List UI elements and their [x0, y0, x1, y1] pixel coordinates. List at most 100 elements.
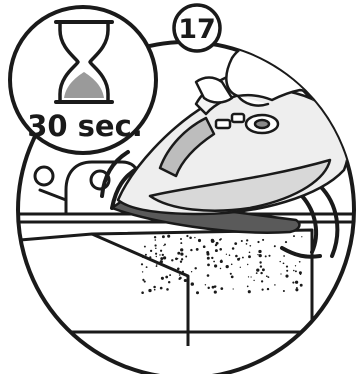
scale-particle	[257, 254, 258, 255]
scale-particle	[256, 272, 258, 274]
scale-particle	[286, 270, 288, 272]
scale-particle	[283, 290, 285, 292]
scale-particle	[293, 235, 295, 237]
scale-particle	[196, 291, 199, 294]
scale-particle	[295, 288, 298, 291]
scale-particle	[235, 255, 238, 258]
scale-particle	[164, 244, 166, 246]
scale-particle	[274, 245, 276, 247]
scale-particle	[268, 276, 270, 278]
scale-particle	[159, 254, 160, 255]
scale-particle	[266, 275, 268, 277]
scale-particle	[258, 250, 261, 253]
scale-particle	[160, 287, 163, 290]
scale-particle	[142, 271, 143, 272]
scale-particle	[295, 270, 297, 272]
scale-particle	[207, 257, 210, 260]
scale-particle	[226, 265, 229, 268]
timer-label: 30 sec.	[27, 109, 143, 143]
scale-particle	[229, 254, 231, 256]
scale-particle	[160, 250, 162, 252]
scale-particle	[265, 255, 267, 257]
scale-particle	[155, 239, 157, 241]
scale-particle	[268, 255, 270, 257]
scale-particle	[180, 242, 182, 244]
scale-particle	[220, 261, 222, 263]
scale-particle	[154, 289, 156, 291]
scale-particle	[144, 246, 146, 248]
scale-particle	[142, 256, 144, 258]
scale-particle	[145, 254, 147, 256]
scale-particle	[213, 261, 215, 263]
scale-particle	[283, 255, 285, 257]
scale-particle	[233, 288, 234, 289]
step-number: 17	[178, 14, 216, 45]
scale-particle	[211, 239, 214, 242]
scale-particle	[230, 273, 232, 275]
scale-particle	[300, 273, 302, 275]
scale-particle	[262, 268, 265, 271]
scale-particle	[262, 289, 264, 291]
scale-particle	[299, 261, 301, 263]
scale-particle	[180, 261, 182, 263]
scale-particle	[177, 258, 178, 259]
scale-particle	[180, 252, 183, 255]
scale-particle	[156, 256, 157, 257]
scale-particle	[155, 247, 157, 249]
scale-particle	[162, 235, 165, 238]
scale-particle	[146, 266, 148, 268]
scale-particle	[205, 284, 206, 285]
scale-particle	[280, 261, 281, 262]
scale-particle	[256, 268, 259, 271]
step-badge: 17	[174, 5, 220, 51]
scale-particle	[257, 241, 259, 243]
scale-particle	[214, 264, 217, 267]
scale-particle	[211, 257, 213, 259]
scale-particle	[142, 279, 144, 281]
scale-particle	[198, 239, 201, 242]
scale-particle	[196, 248, 199, 251]
scale-particle	[259, 254, 262, 257]
scale-particle	[214, 291, 217, 294]
scale-particle	[186, 235, 188, 237]
scale-particle	[168, 281, 170, 283]
scale-particle	[285, 275, 288, 278]
scale-particle	[156, 264, 157, 265]
scale-particle	[141, 263, 143, 265]
scale-particle	[160, 257, 163, 260]
scale-particle	[215, 249, 218, 252]
scale-particle	[260, 272, 262, 274]
scale-particle	[171, 259, 173, 261]
scale-particle	[207, 253, 210, 256]
scale-particle	[283, 262, 285, 264]
scale-particle	[179, 277, 182, 280]
scale-particle	[259, 261, 261, 263]
scale-particle	[189, 236, 192, 239]
scale-particle	[250, 276, 251, 277]
scale-particle	[241, 240, 243, 242]
scale-particle	[274, 284, 276, 286]
scale-particle	[267, 288, 269, 290]
scale-particle	[185, 256, 187, 258]
scale-particle	[182, 271, 184, 273]
scale-particle	[219, 248, 222, 251]
scale-particle	[226, 254, 227, 255]
scale-particle	[247, 264, 248, 265]
scale-particle	[231, 276, 234, 279]
scale-particle	[161, 277, 164, 280]
scale-particle	[166, 288, 169, 291]
scale-particle	[293, 270, 295, 272]
scale-particle	[295, 281, 298, 284]
scale-particle	[207, 274, 210, 277]
scale-particle	[148, 289, 151, 292]
scale-particle	[158, 263, 160, 265]
scale-particle	[163, 256, 166, 259]
scale-particle	[253, 280, 254, 281]
scale-particle	[194, 237, 195, 238]
scale-particle	[231, 264, 233, 266]
scale-particle	[155, 253, 157, 255]
scale-particle	[261, 280, 263, 282]
scale-particle	[184, 279, 187, 282]
scale-particle	[180, 238, 182, 240]
